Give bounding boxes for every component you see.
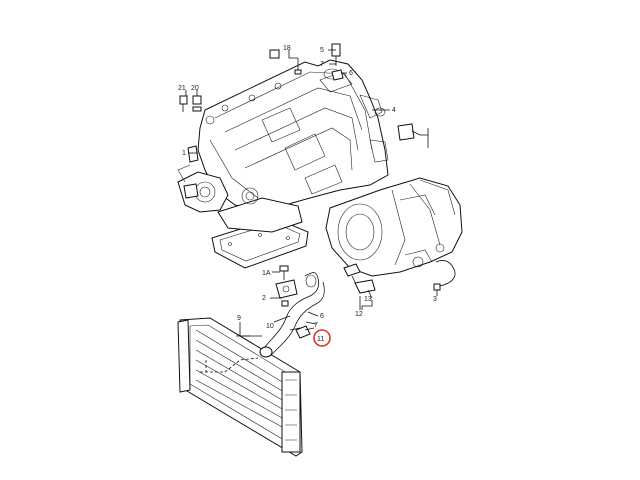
- callout-1-top: 1: [182, 150, 186, 157]
- connector-right: [397, 123, 429, 148]
- engine-block-lower: [217, 187, 303, 233]
- callout-18: 18: [283, 45, 291, 52]
- transmission: [325, 177, 463, 277]
- leader-lines: [185, 49, 390, 337]
- wire-sensor: [433, 260, 456, 296]
- callout-4: 4: [392, 107, 396, 114]
- callout-7-mid: 7: [314, 322, 318, 329]
- callout-12: 12: [355, 311, 363, 318]
- highlight-callout-11: 11: [313, 329, 331, 347]
- callout-9: 9: [237, 315, 241, 322]
- coolant-hose: [259, 272, 325, 358]
- callout-2: 2: [262, 295, 266, 302]
- callout-5: 5: [320, 47, 324, 54]
- highlight-circle: [313, 329, 331, 347]
- callout-21: 21: [178, 85, 186, 92]
- callout-7-top: 7: [320, 61, 324, 68]
- callout-1a: 1A: [262, 270, 271, 277]
- callout-6-mid: 6: [320, 313, 324, 320]
- throttle-body: [177, 164, 229, 213]
- callout-3: 3: [433, 296, 437, 303]
- callout-20: 20: [191, 85, 199, 92]
- callout-13: 13: [364, 296, 372, 303]
- bracket-left: [183, 145, 199, 199]
- callout-11: 11: [317, 336, 324, 343]
- radiator: [177, 317, 303, 457]
- callout-labels: 18 5 7 6 4 21 20 1 1A 2 9 10 6 7 13 12 3: [178, 45, 437, 330]
- bolts-top: [269, 43, 344, 81]
- bolts-20-21: [179, 95, 202, 112]
- callout-10: 10: [266, 323, 274, 330]
- drain-fittings: [275, 265, 298, 307]
- temperature-sender: [295, 325, 315, 339]
- intake-manifold: [197, 59, 389, 211]
- speed-sensor: [343, 263, 376, 299]
- callout-6-top: 6: [349, 70, 353, 77]
